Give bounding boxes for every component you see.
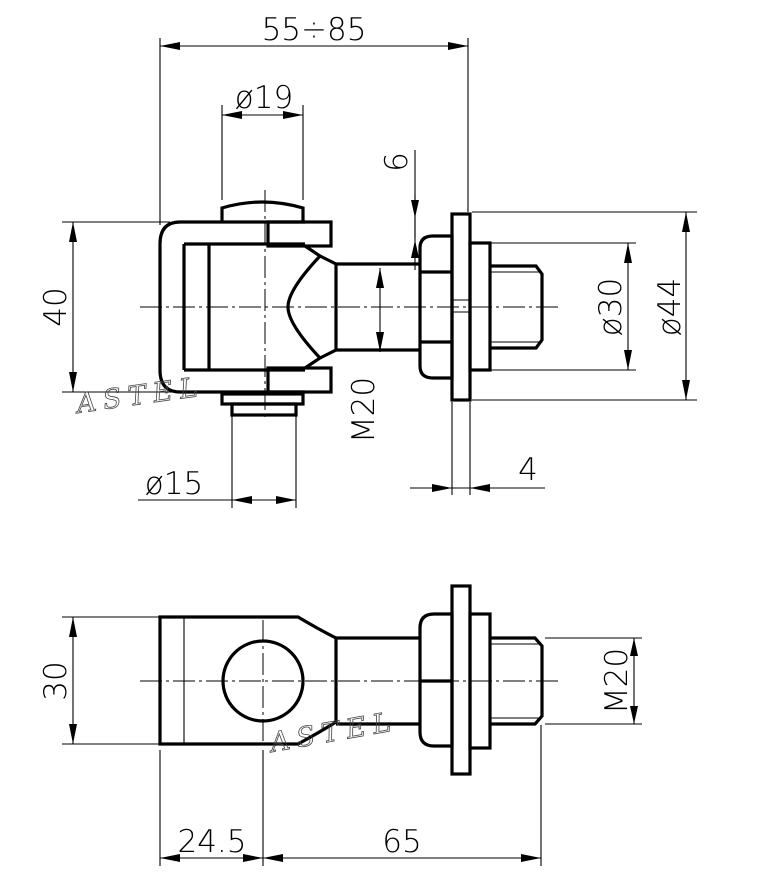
dim-pin-diameter: ø19 [235,80,293,116]
dim-overall-width: 55÷85 [262,12,367,48]
dim-height-top: 40 [38,287,74,326]
bottom-view [62,584,642,866]
dim-height-bottom: 30 [38,661,74,700]
dim-nut-diameter: ø30 [593,278,629,336]
dim-washer-offset: 6 [379,152,415,172]
dim-flange-diameter: ø44 [652,278,688,336]
dim-thread-bottom: M20 [599,648,635,714]
dim-shank-length: 65 [382,824,421,860]
dim-eye-length: 24.5 [177,824,246,860]
dim-bottom-pin-diameter: ø15 [145,466,203,502]
dim-thread-top: M20 [346,377,382,443]
watermark-top: ASTEL [72,371,207,420]
dim-flange-thickness: 4 [518,452,538,488]
top-view [62,38,697,508]
